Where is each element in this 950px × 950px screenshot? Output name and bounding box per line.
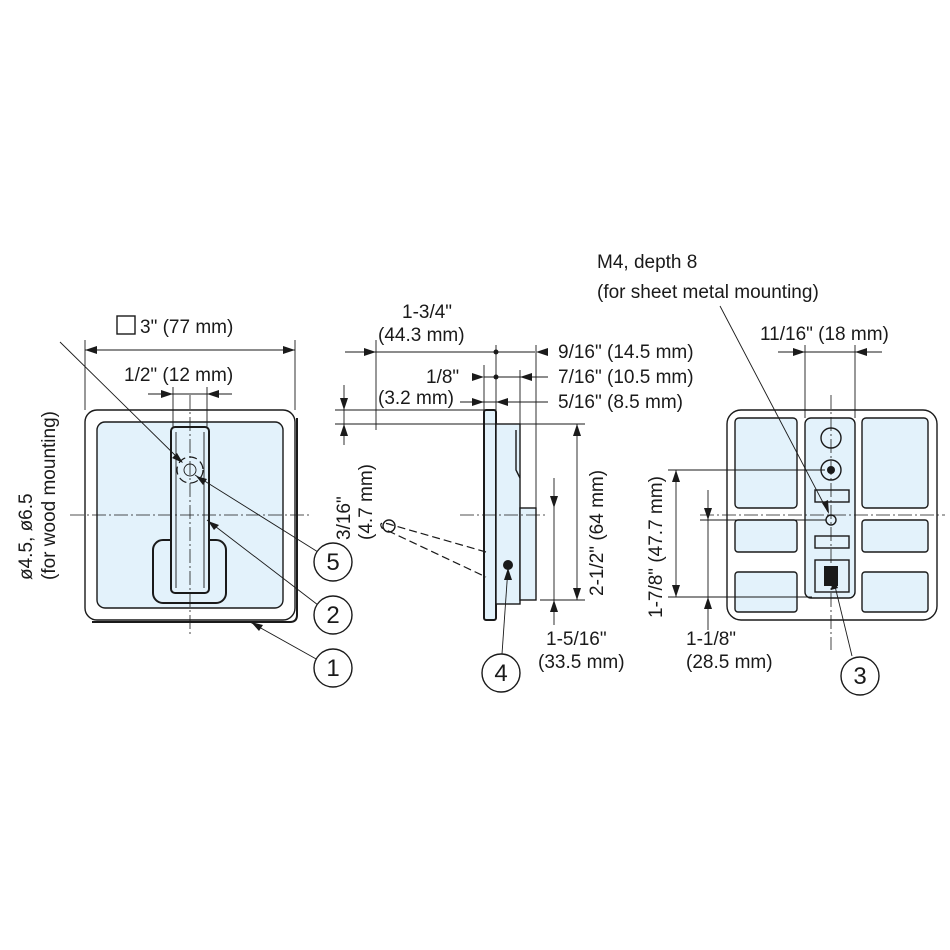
dim-1-8-label: 1/8" [426, 367, 459, 388]
svg-text:5: 5 [326, 549, 339, 576]
rear-pocket-br [861, 571, 929, 613]
rear-pocket-tl [734, 417, 798, 509]
thread-label-line1: M4, depth 8 [597, 252, 697, 273]
dim-11-16-label: 11/16" (18 mm) [760, 324, 889, 345]
callout-5: 5 [194, 474, 353, 582]
dim-1-5-16-line2: (33.5 mm) [538, 652, 625, 673]
hole-label-line1: ø4.5, ø6.5 [16, 493, 37, 580]
rear-latch [814, 559, 850, 593]
callout-1: 1 [249, 621, 353, 688]
svg-text:4: 4 [494, 660, 507, 687]
overall-size-label: 3" (77 mm) [140, 317, 233, 338]
callout-2: 2 [206, 519, 353, 635]
svg-text:1: 1 [326, 655, 339, 682]
callout-3: 3 [831, 577, 880, 696]
depth-label-line1: 1-3/4" [402, 302, 452, 323]
dim-3-16-line2: (4.7 mm) [356, 464, 377, 540]
rear-pocket-mr [861, 519, 929, 553]
svg-text:2: 2 [326, 602, 339, 629]
rear-rib [804, 417, 856, 599]
rear-pocket-tr [861, 417, 929, 509]
dim-7-16-label: 7/16" (10.5 mm) [558, 367, 694, 388]
square-symbol [116, 315, 136, 335]
side-view: 1-3/4" (44.3 mm) 9/16" (14.5 mm) 1/8" 7/… [334, 302, 694, 673]
dim-5-16-label: 5/16" (8.5 mm) [558, 392, 683, 413]
thread-label-line2: (for sheet metal mounting) [597, 282, 819, 303]
rear-pocket-ml [734, 519, 798, 553]
front-plate-shadow [92, 418, 298, 623]
hole-label-line2: (for wood mounting) [39, 411, 60, 580]
height-label: 2-1/2" (64 mm) [587, 470, 608, 596]
dim-1-7-8-label: 1-7/8" (47.7 mm) [646, 476, 667, 618]
rear-view: M4, depth 8 (for sheet metal mounting) 1… [597, 252, 945, 673]
dim-9-16-label: 9/16" (14.5 mm) [558, 342, 694, 363]
front-view: 3" (77 mm) 1/2" (12 mm) ø4.5, ø6.5 (for … [16, 315, 310, 635]
dim-1-5-16-line1: 1-5/16" [546, 629, 607, 650]
dim-1-1-8-line1: 1-1/8" [686, 629, 736, 650]
svg-text:3: 3 [853, 663, 866, 690]
dim-1-1-8-line2: (28.5 mm) [686, 652, 773, 673]
callout-4: 4 [481, 567, 521, 693]
depth-label-line2: (44.3 mm) [378, 325, 465, 346]
lever-open-phantom [380, 522, 487, 578]
dim-3-16-line1: 3/16" [334, 496, 355, 540]
handle-width-label: 1/2" (12 mm) [124, 365, 233, 386]
side-screw [503, 560, 513, 570]
side-housing [519, 507, 537, 601]
dim-3-2-label: (3.2 mm) [378, 388, 454, 409]
rear-pocket-bl [734, 571, 798, 613]
